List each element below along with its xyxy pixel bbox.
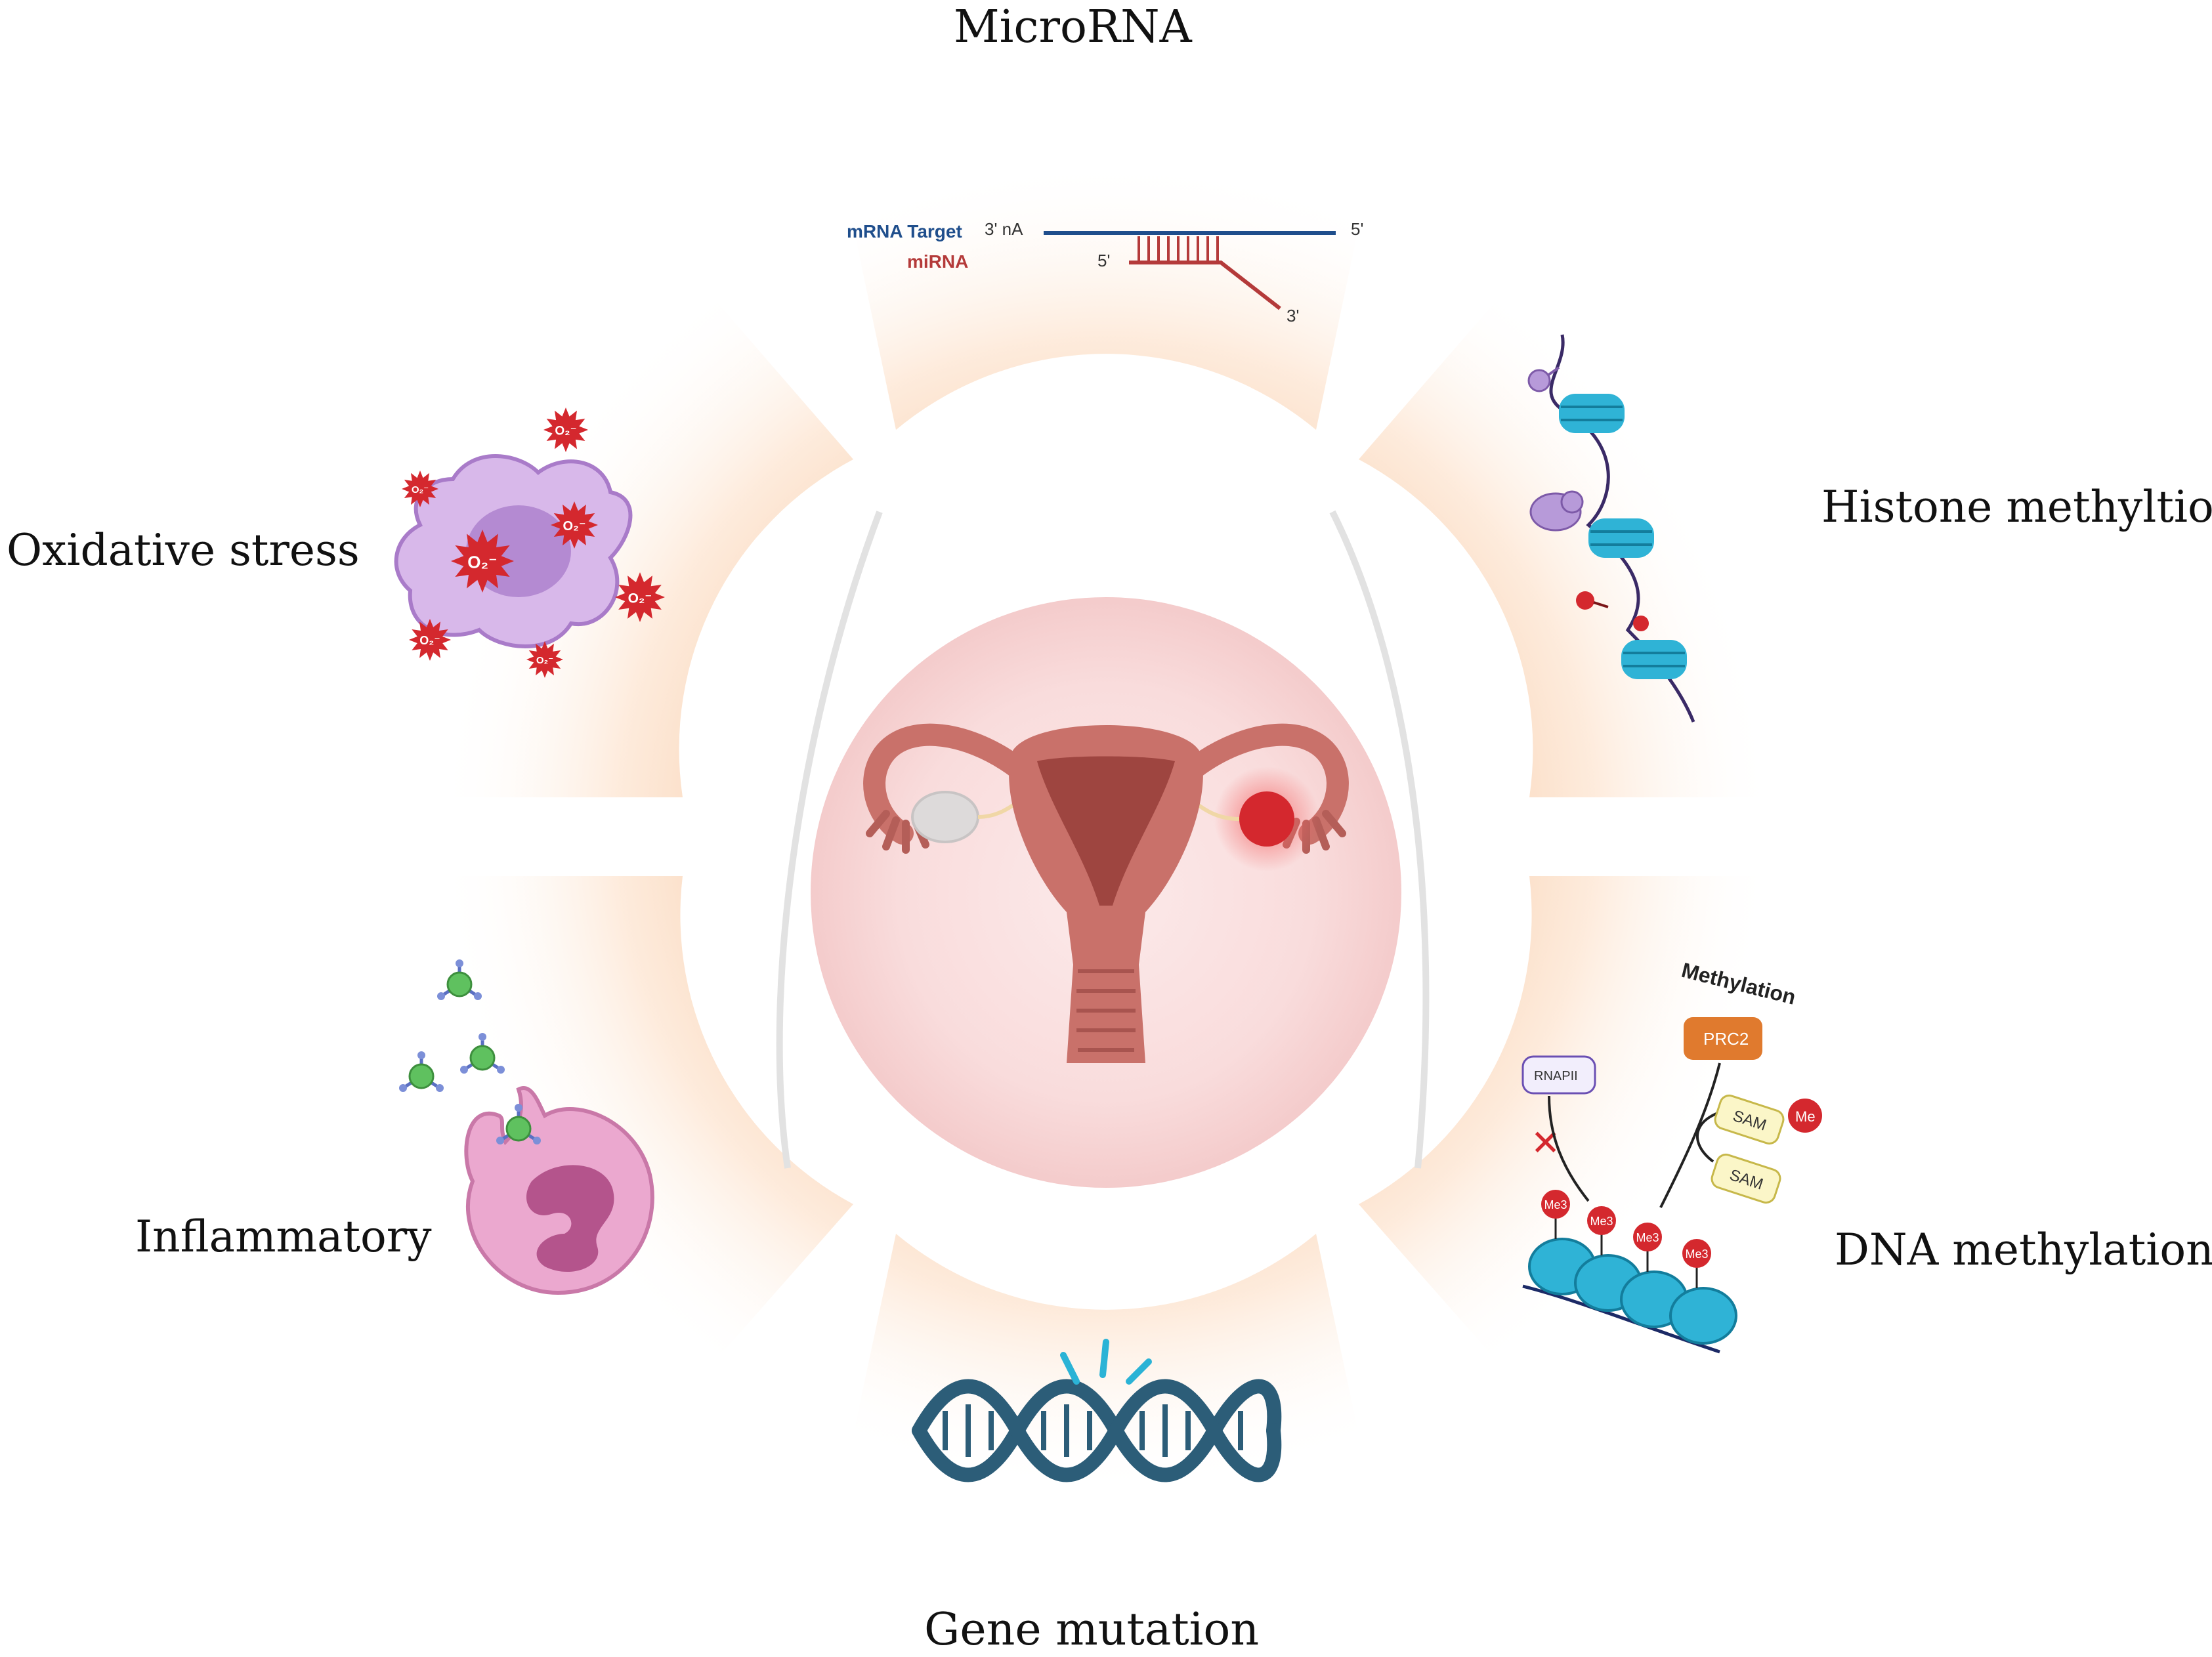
- mutation-spark: [1060, 1339, 1152, 1385]
- uterus: [863, 723, 1349, 1063]
- antigen-complex: [496, 1104, 541, 1144]
- ros-burst: O₂⁻: [451, 530, 514, 593]
- fimbriae-left: [866, 810, 929, 854]
- segment-lower-right: [1359, 876, 1785, 1398]
- body-outline-right: [1329, 510, 1430, 1169]
- prc2-arrow: [1659, 1062, 1721, 1208]
- methyl-mark-3: [1576, 591, 1594, 610]
- ovary-right-tumor: [1239, 791, 1294, 847]
- uterus-cavity: [1037, 756, 1175, 906]
- antigen-complexes: [399, 959, 541, 1144]
- me-label: Me: [1795, 1108, 1816, 1125]
- ros-label: O₂⁻: [467, 553, 498, 572]
- ros-burst: O₂⁻: [551, 501, 598, 549]
- me-circle: [1788, 1099, 1822, 1133]
- ros-burst: O₂⁻: [543, 408, 588, 452]
- mirna-label: miRNA: [907, 251, 968, 272]
- antigen-complex: [460, 1033, 505, 1074]
- body-outline-left: [776, 511, 883, 1169]
- ros-label: O₂⁻: [419, 634, 440, 647]
- base-pairs: [1138, 236, 1219, 262]
- antigen-complex: [399, 1051, 444, 1092]
- ros-label: O₂⁻: [536, 655, 553, 666]
- methyl-mark-1: [1527, 369, 1551, 392]
- label-dna-methylation: DNA methylation: [1835, 1225, 2212, 1275]
- inflammatory-panel: [399, 959, 654, 1295]
- methyl-mark-2: [1560, 490, 1584, 514]
- sam-box-1: [1714, 1094, 1785, 1145]
- rnapii-arrow: [1548, 1095, 1590, 1202]
- three-prime-na-label: 3' nA: [985, 219, 1023, 239]
- ros-label: O₂⁻: [563, 519, 586, 534]
- label-inflammatory: Inflammatory: [135, 1211, 432, 1262]
- fallopian-tube-right: [1183, 723, 1349, 845]
- center-illustration: [776, 510, 1430, 1188]
- ovary-left: [911, 791, 979, 843]
- neutrophil-nucleus: [526, 1165, 614, 1272]
- me3-label: Me3: [1636, 1231, 1659, 1244]
- nucleosome-2: [1588, 518, 1654, 558]
- three-prime-mirna-label: 3': [1287, 306, 1299, 325]
- five-prime-mirna-label: 5': [1097, 251, 1110, 270]
- prc2-label: PRC2: [1703, 1029, 1749, 1049]
- five-prime-top-label: 5': [1351, 219, 1363, 239]
- nucleosome: Me3: [1669, 1239, 1737, 1345]
- microrna-panel: mRNA Target 3' nA 5' miRNA 5' 3': [847, 219, 1363, 325]
- sam-box-2: [1711, 1153, 1781, 1204]
- gene-mutation-panel: [912, 1339, 1282, 1482]
- ros-label: O₂⁻: [555, 424, 576, 438]
- antigen-complex: [437, 959, 482, 1000]
- rnapii-label: RNAPII: [1534, 1069, 1578, 1083]
- label-oxidative-stress: Oxidative stress: [7, 525, 360, 576]
- me3-label: Me3: [1544, 1198, 1567, 1211]
- label-gene-mutation: Gene mutation: [924, 1604, 1260, 1656]
- label-microrna: MicroRNA: [954, 1, 1192, 53]
- label-histone-methylation: Histone methyltion: [1821, 482, 2212, 532]
- fimbriae-right: [1283, 810, 1346, 854]
- me3-label: Me3: [1590, 1215, 1613, 1228]
- dna-helix-strand-b: [912, 1379, 1282, 1482]
- histone-panel: [1527, 334, 1695, 723]
- segment-upper-right: [1359, 262, 1785, 797]
- cervix-rings: [1076, 969, 1136, 1052]
- ros-burst: O₂⁻: [526, 641, 563, 678]
- ros-label: O₂⁻: [412, 484, 429, 495]
- fallopian-tube-left: [863, 723, 1029, 845]
- rnapii-box: [1521, 1055, 1596, 1095]
- prc2-box: [1684, 1017, 1762, 1060]
- me3-label: Me3: [1685, 1248, 1708, 1261]
- nucleosome-3: [1621, 640, 1687, 679]
- ros-burst: O₂⁻: [615, 572, 665, 622]
- nucleosome-1: [1559, 394, 1625, 433]
- ros-burst: O₂⁻: [409, 619, 451, 661]
- mrna-target-label: mRNA Target: [847, 221, 962, 241]
- segment-top: [841, 171, 1371, 430]
- dna-rungs: [943, 1404, 1243, 1457]
- ros-molecules: O₂⁻ O₂⁻ O₂⁻ O₂⁻ O₂⁻ O₂⁻ O₂⁻: [402, 408, 665, 678]
- nucleosome: Me3: [1574, 1206, 1642, 1312]
- ros-burst: O₂⁻: [402, 471, 438, 507]
- ros-label: O₂⁻: [628, 591, 652, 606]
- oxidative-stress-panel: O₂⁻ O₂⁻ O₂⁻ O₂⁻ O₂⁻ O₂⁻ O₂⁻: [394, 408, 665, 678]
- methyl-mark-4: [1633, 616, 1649, 631]
